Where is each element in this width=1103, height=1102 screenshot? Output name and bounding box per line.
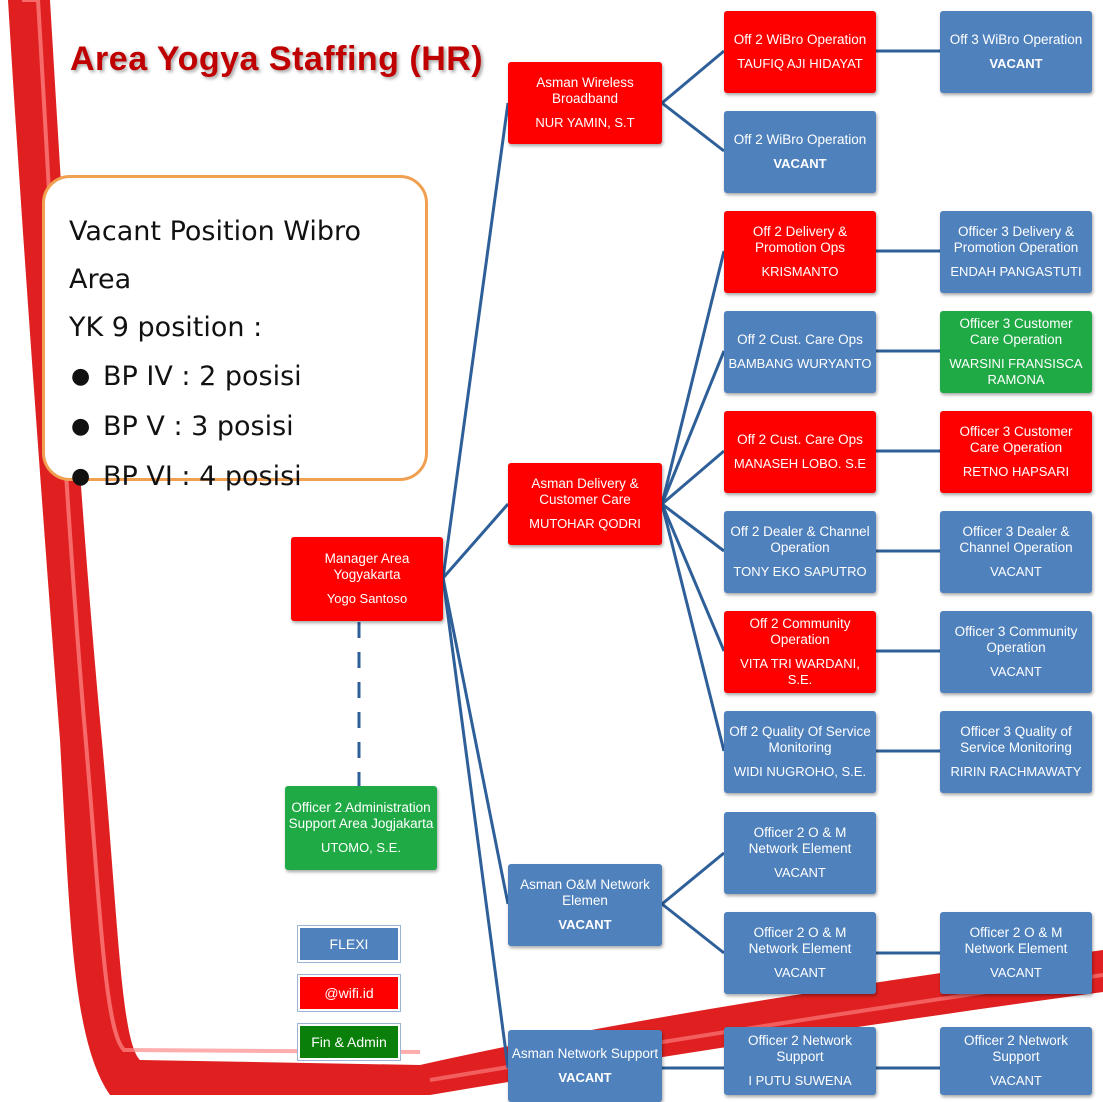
node-off2-om-b: Officer 2 O & M Network Element VACANT (724, 912, 876, 994)
node-off2-om-a: Officer 2 O & M Network Element VACANT (724, 812, 876, 894)
node-title: Officer 3 Customer Care Operation (959, 316, 1073, 347)
node-name: TONY EKO SAPUTRO (733, 564, 867, 579)
node-title: Officer 2 Network Support (963, 1033, 1069, 1064)
node-title: Officer 2 O & M Network Element (964, 925, 1068, 956)
node-name: I PUTU SUWENA (748, 1073, 852, 1088)
node-off2-netsup: Officer 2 Network Support I PUTU SUWENA (724, 1027, 876, 1095)
vacancy-list: ● BP IV : 2 posisi ● BP V : 3 posisi ● BP V… (69, 352, 425, 502)
node-off3-custcare-b: Officer 3 Customer Care Operation RETNO … (940, 411, 1092, 493)
page-title: Area Yogya Staffing (HR) (70, 40, 484, 78)
node-title: Off 2 Quality Of Service Monitoring (729, 724, 871, 755)
node-off2-wibro-a: Off 2 WiBro Operation TAUFIQ AJI HIDAYAT (724, 11, 876, 93)
node-asman-network-support: Asman Network Support VACANT (508, 1030, 662, 1102)
node-title: Officer 3 Delivery & Promotion Operation (953, 224, 1079, 255)
node-title: Officer 2 Network Support (747, 1033, 853, 1064)
node-name: WIDI NUGROHO, S.E. (733, 764, 867, 779)
node-off2-wibro-b: Off 2 WiBro Operation VACANT (724, 111, 876, 193)
node-name: VACANT (989, 56, 1043, 71)
node-asman-delivery: Asman Delivery & Customer Care MUTOHAR Q… (508, 463, 662, 545)
node-title: Off 3 WiBro Operation (949, 32, 1083, 47)
node-off2-delivery: Off 2 Delivery & Promotion Ops KRISMANTO (724, 211, 876, 293)
legend-fin-admin: Fin & Admin (298, 1024, 400, 1060)
node-name: VACANT (558, 1070, 612, 1085)
vacancy-item: ● BP V : 3 posisi (69, 402, 425, 452)
node-off3-qos: Officer 3 Quality of Service Monitoring … (940, 711, 1092, 793)
node-title: Officer 3 Dealer & Channel Operation (959, 524, 1073, 555)
node-off2-netsup-b: Officer 2 Network Support VACANT (940, 1027, 1092, 1095)
node-title: Manager Area Yogyakarta (324, 551, 410, 582)
node-name: VACANT (990, 1073, 1042, 1088)
bullet-icon: ● (71, 414, 91, 439)
node-title: Officer 2 O & M Network Element (748, 825, 852, 856)
node-off3-dealer: Officer 3 Dealer & Channel Operation VAC… (940, 511, 1092, 593)
node-off2-om-c: Officer 2 O & M Network Element VACANT (940, 912, 1092, 994)
node-title: Officer 3 Community Operation (954, 624, 1078, 655)
node-name: MUTOHAR QODRI (529, 516, 641, 531)
node-title: Asman Wireless Broadband (536, 75, 634, 106)
node-name: NUR YAMIN, S.T (535, 115, 635, 130)
node-admin-support: Officer 2 Administration Support Area Jo… (285, 786, 437, 870)
vacancy-item: ● BP VI : 4 posisi (69, 452, 425, 502)
node-off2-qos: Off 2 Quality Of Service Monitoring WIDI… (724, 711, 876, 793)
node-asman-wireless: Asman Wireless Broadband NUR YAMIN, S.T (508, 62, 662, 144)
node-name: Yogo Santoso (326, 591, 408, 606)
node-name: KRISMANTO (761, 264, 839, 279)
node-name: VACANT (774, 965, 826, 980)
node-title: Officer 3 Customer Care Operation (959, 424, 1073, 455)
node-title: Off 2 Cust. Care Ops (737, 332, 863, 347)
node-off3-wibro: Off 3 WiBro Operation VACANT (940, 11, 1092, 93)
node-name: VACANT (990, 664, 1042, 679)
node-title: Asman Delivery & Customer Care (531, 476, 639, 507)
node-name: VACANT (990, 965, 1042, 980)
node-title: Off 2 Delivery & Promotion Ops (752, 224, 848, 255)
node-name: VACANT (773, 156, 827, 171)
node-title: Officer 3 Quality of Service Monitoring (960, 724, 1072, 755)
vacancy-item-label: BP VI : 4 posisi (103, 461, 302, 492)
node-name: VACANT (558, 917, 612, 932)
node-title: Off 2 WiBro Operation (733, 132, 867, 147)
node-manager: Manager Area Yogyakarta Yogo Santoso (291, 537, 443, 621)
vacancy-callout: Vacant Position Wibro Area YK 9 position… (42, 175, 428, 492)
callout-heading-line2: YK 9 position : (69, 312, 263, 343)
legend-wifi: @wifi.id (298, 975, 400, 1011)
bullet-icon: ● (71, 464, 91, 489)
node-off3-community: Officer 3 Community Operation VACANT (940, 611, 1092, 693)
node-name: RETNO HAPSARI (962, 464, 1070, 479)
vacancy-item-label: BP IV : 2 posisi (103, 361, 302, 392)
node-off2-custcare-a: Off 2 Cust. Care Ops BAMBANG WURYANTO (724, 311, 876, 393)
node-name: VITA TRI WARDANI, S.E. (740, 656, 860, 687)
legend-label: Fin & Admin (311, 1034, 387, 1050)
vacancy-item: ● BP IV : 2 posisi (69, 352, 425, 402)
node-name: WARSINI FRANSISCA RAMONA (949, 356, 1083, 387)
node-off2-community: Off 2 Community Operation VITA TRI WARDA… (724, 611, 876, 693)
node-name: MANASEH LOBO. S.E (733, 456, 867, 471)
node-name: VACANT (990, 564, 1042, 579)
node-name: RIRIN RACHMAWATY (950, 764, 1082, 779)
node-off3-custcare-a: Officer 3 Customer Care Operation WARSIN… (940, 311, 1092, 393)
vacancy-item-label: BP V : 3 posisi (103, 411, 294, 442)
legend-flexi: FLEXI (298, 926, 400, 962)
callout-heading-line1: Vacant Position Wibro Area (69, 216, 362, 295)
node-name: ENDAH PANGASTUTI (950, 264, 1082, 279)
node-title: Off 2 Community Operation (749, 616, 851, 647)
node-name: UTOMO, S.E. (321, 840, 401, 855)
node-name: BAMBANG WURYANTO (728, 356, 872, 371)
node-asman-om: Asman O&M Network Elemen VACANT (508, 864, 662, 946)
node-name: VACANT (774, 865, 826, 880)
legend-label: FLEXI (329, 936, 369, 952)
node-title: Off 2 Cust. Care Ops (737, 432, 863, 447)
connector-lines (357, 49, 940, 1070)
node-title: Officer 2 O & M Network Element (748, 925, 852, 956)
bullet-icon: ● (71, 364, 91, 389)
node-off3-delivery: Officer 3 Delivery & Promotion Operation… (940, 211, 1092, 293)
node-title: Officer 2 Administration Support Area Jo… (288, 800, 434, 831)
legend-label: @wifi.id (324, 985, 374, 1001)
node-title: Off 2 Dealer & Channel Operation (730, 524, 870, 555)
node-off2-custcare-b: Off 2 Cust. Care Ops MANASEH LOBO. S.E (724, 411, 876, 493)
node-off2-dealer: Off 2 Dealer & Channel Operation TONY EK… (724, 511, 876, 593)
node-title: Asman Network Support (511, 1046, 659, 1061)
node-title: Off 2 WiBro Operation (733, 32, 867, 47)
node-title: Asman O&M Network Elemen (520, 877, 650, 908)
node-name: TAUFIQ AJI HIDAYAT (737, 56, 863, 71)
